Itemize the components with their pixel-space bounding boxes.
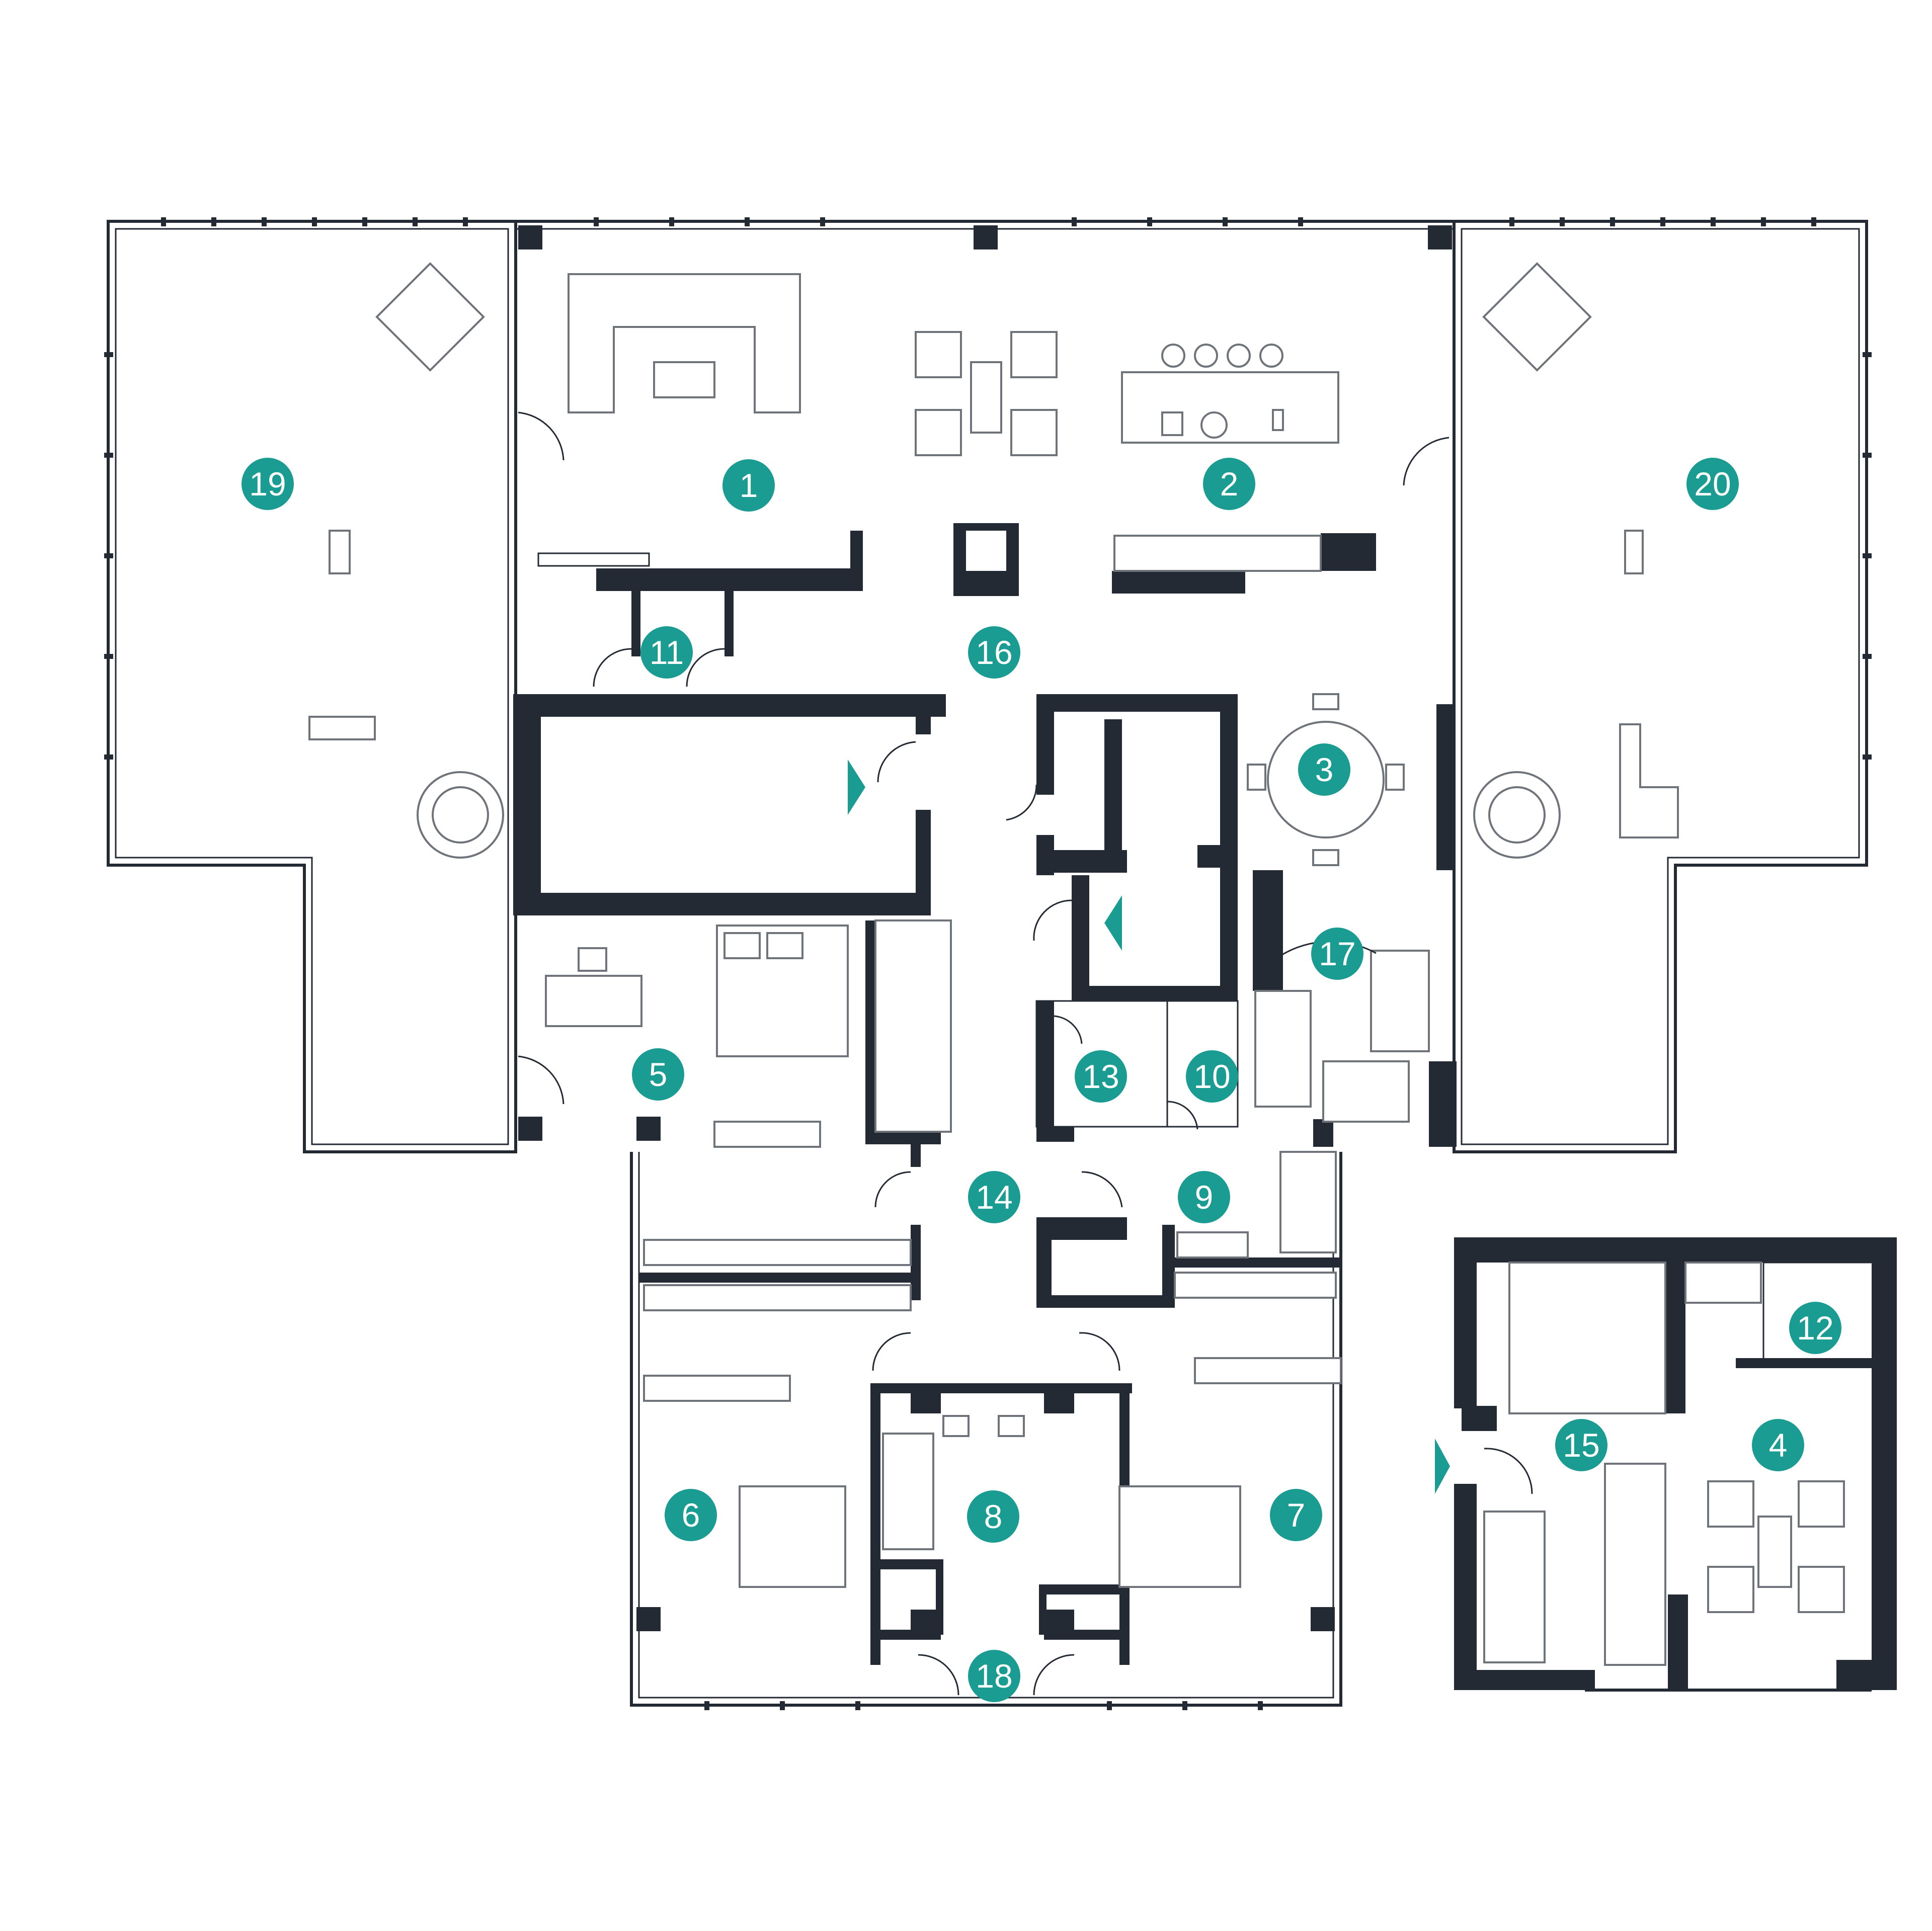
terrace-outlines [107, 220, 1868, 1707]
room-marker-11: 11 [640, 626, 693, 679]
room-marker-2: 2 [1203, 458, 1255, 510]
facade-mullions [104, 217, 1872, 1710]
svg-text:11: 11 [650, 634, 684, 671]
svg-text:18: 18 [976, 1657, 1012, 1695]
room-marker-14: 14 [968, 1171, 1020, 1223]
svg-text:2: 2 [1220, 465, 1239, 502]
room-marker-4: 4 [1752, 1419, 1804, 1471]
svg-text:3: 3 [1315, 751, 1334, 788]
room-marker-8: 8 [967, 1490, 1019, 1543]
room-marker-17: 17 [1311, 928, 1363, 980]
room-marker-6: 6 [665, 1489, 717, 1541]
svg-text:1: 1 [740, 467, 758, 504]
room-marker-10: 10 [1186, 1050, 1238, 1103]
entry-arrow-closet [1104, 895, 1122, 951]
svg-text:20: 20 [1694, 465, 1731, 502]
room-marker-1: 1 [722, 459, 775, 512]
svg-text:19: 19 [249, 465, 286, 502]
columns [518, 225, 1452, 1631]
room-marker-12: 12 [1789, 1302, 1841, 1354]
interior-walls [513, 523, 1457, 1665]
svg-text:4: 4 [1769, 1426, 1788, 1464]
room-marker-7: 7 [1270, 1489, 1322, 1541]
room-marker-19: 19 [242, 458, 294, 510]
svg-text:9: 9 [1195, 1179, 1214, 1216]
room-marker-13: 13 [1075, 1050, 1127, 1103]
svg-text:5: 5 [649, 1056, 668, 1093]
svg-text:12: 12 [1797, 1309, 1833, 1347]
room-markers: 1 2 3 4 5 6 7 8 9 10 11 12 13 14 15 16 1… [242, 458, 1841, 1702]
room-marker-15: 15 [1555, 1419, 1607, 1471]
room-marker-16: 16 [968, 626, 1020, 679]
room-marker-18: 18 [968, 1650, 1020, 1702]
room-marker-20: 20 [1686, 458, 1739, 510]
svg-text:17: 17 [1319, 935, 1355, 972]
entry-arrow-annex [1435, 1439, 1450, 1494]
svg-text:15: 15 [1563, 1426, 1599, 1464]
svg-text:13: 13 [1082, 1058, 1119, 1095]
room-marker-3: 3 [1298, 743, 1350, 796]
svg-text:10: 10 [1193, 1058, 1230, 1095]
svg-text:8: 8 [984, 1498, 1003, 1535]
annex [1454, 1237, 1897, 1692]
entry-arrows [848, 760, 1450, 1494]
entry-arrow-core [848, 760, 865, 815]
svg-text:14: 14 [976, 1179, 1012, 1216]
room-marker-9: 9 [1178, 1171, 1230, 1223]
svg-text:7: 7 [1287, 1496, 1306, 1534]
svg-text:16: 16 [976, 634, 1012, 671]
svg-text:6: 6 [682, 1496, 700, 1534]
room-marker-5: 5 [632, 1048, 684, 1101]
